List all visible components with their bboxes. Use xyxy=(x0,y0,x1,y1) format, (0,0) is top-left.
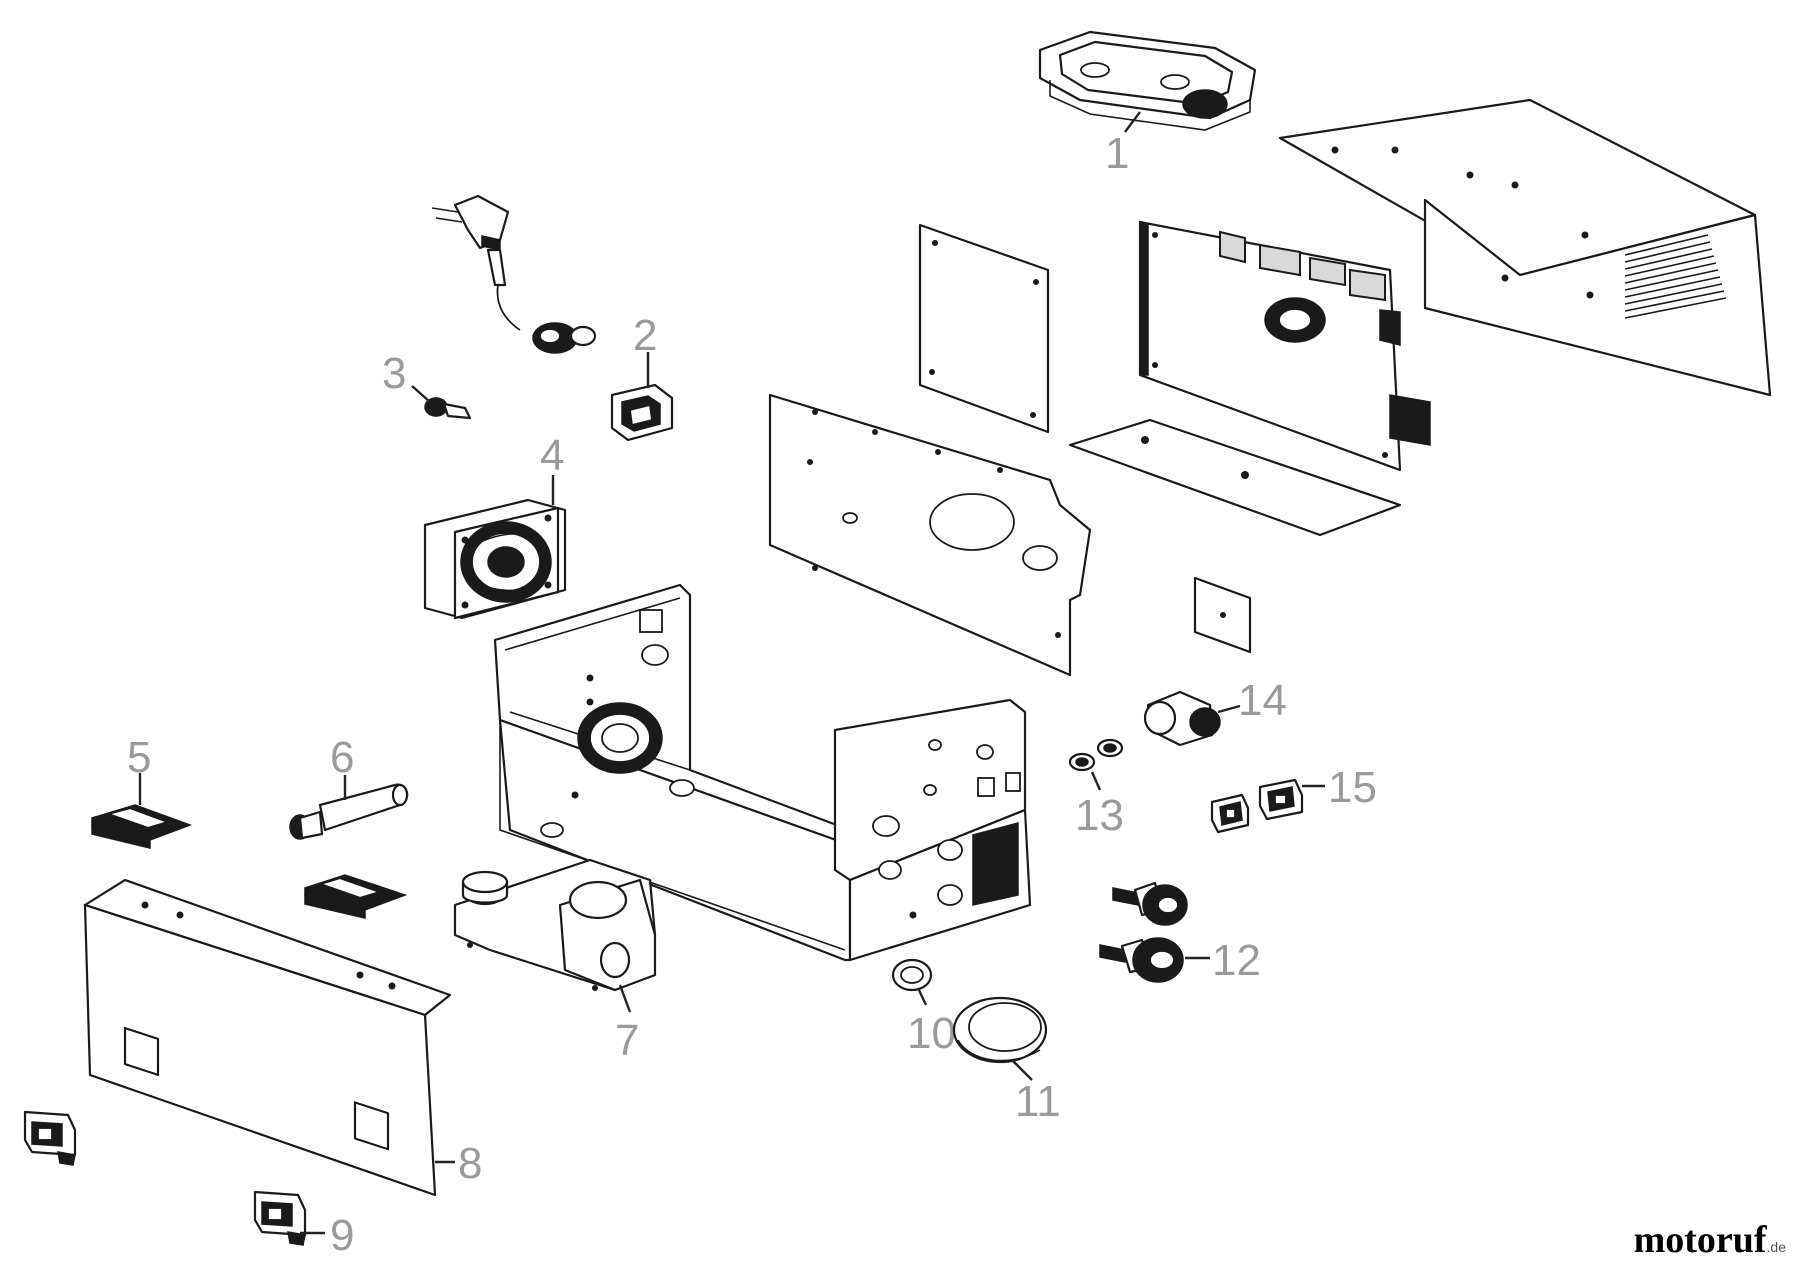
label-1: 1 xyxy=(1105,129,1129,178)
output-socket-part-12-a xyxy=(1112,881,1188,926)
leader-10 xyxy=(916,987,928,1006)
leader-11 xyxy=(1011,1059,1033,1081)
label-7: 7 xyxy=(615,1016,639,1065)
side-panel-part-8 xyxy=(83,878,452,1197)
label-3: 3 xyxy=(382,349,406,398)
rocker-switch-part-15-b xyxy=(1258,778,1304,821)
label-2: 2 xyxy=(633,311,657,360)
small-insulating-pad xyxy=(1193,576,1252,654)
output-socket-part-12-b xyxy=(1099,937,1184,983)
top-cover xyxy=(1278,98,1772,397)
handle-part-1 xyxy=(1038,30,1257,131)
gearbox-part-7 xyxy=(453,858,657,992)
cooling-fan-part-4 xyxy=(423,498,567,620)
terminal-block-part-5 xyxy=(91,804,193,849)
terminal-block-secondary xyxy=(304,874,408,919)
label-12: 12 xyxy=(1212,936,1261,985)
bottom-insulation-strip xyxy=(1068,418,1402,537)
label-4: 4 xyxy=(540,431,564,480)
label-14: 14 xyxy=(1238,676,1287,725)
knob-part-14 xyxy=(1143,690,1221,747)
label-10: 10 xyxy=(907,1009,956,1058)
label-13: 13 xyxy=(1075,791,1124,840)
insulation-sheet xyxy=(918,223,1050,434)
strain-relief xyxy=(532,322,597,354)
main-pcb xyxy=(1138,220,1431,472)
fuse-part-6 xyxy=(289,783,409,840)
nuts-part-13 xyxy=(1068,738,1124,772)
leader-13 xyxy=(1090,771,1102,791)
power-switch-part-2 xyxy=(610,383,674,442)
leader-7 xyxy=(618,984,632,1013)
leader-14 xyxy=(1217,704,1241,714)
label-11: 11 xyxy=(1015,1077,1061,1126)
label-6: 6 xyxy=(330,733,354,782)
leader-3 xyxy=(411,385,431,403)
vent-slots xyxy=(1624,234,1727,319)
rocker-switch-part-15-a xyxy=(1210,793,1250,834)
grommet-part-10 xyxy=(891,958,933,992)
watermark-brand: motoruf xyxy=(1633,1219,1767,1261)
watermark-tld: .de xyxy=(1766,1239,1786,1255)
power-cord-plug xyxy=(431,194,521,331)
hinge-clip-part-9-a xyxy=(23,1110,77,1166)
connector-part-3 xyxy=(424,397,472,420)
chassis-frame xyxy=(493,583,1032,962)
hinge-clip-part-9-b xyxy=(253,1190,307,1246)
label-8: 8 xyxy=(458,1139,482,1188)
middle-divider-panel xyxy=(768,393,1092,677)
watermark-logo: motoruf.de xyxy=(1634,1218,1786,1262)
label-9: 9 xyxy=(330,1211,354,1260)
label-15: 15 xyxy=(1328,763,1377,812)
leader-1 xyxy=(1124,111,1141,133)
label-5: 5 xyxy=(127,733,151,782)
bezel-ring-part-11 xyxy=(952,996,1048,1064)
